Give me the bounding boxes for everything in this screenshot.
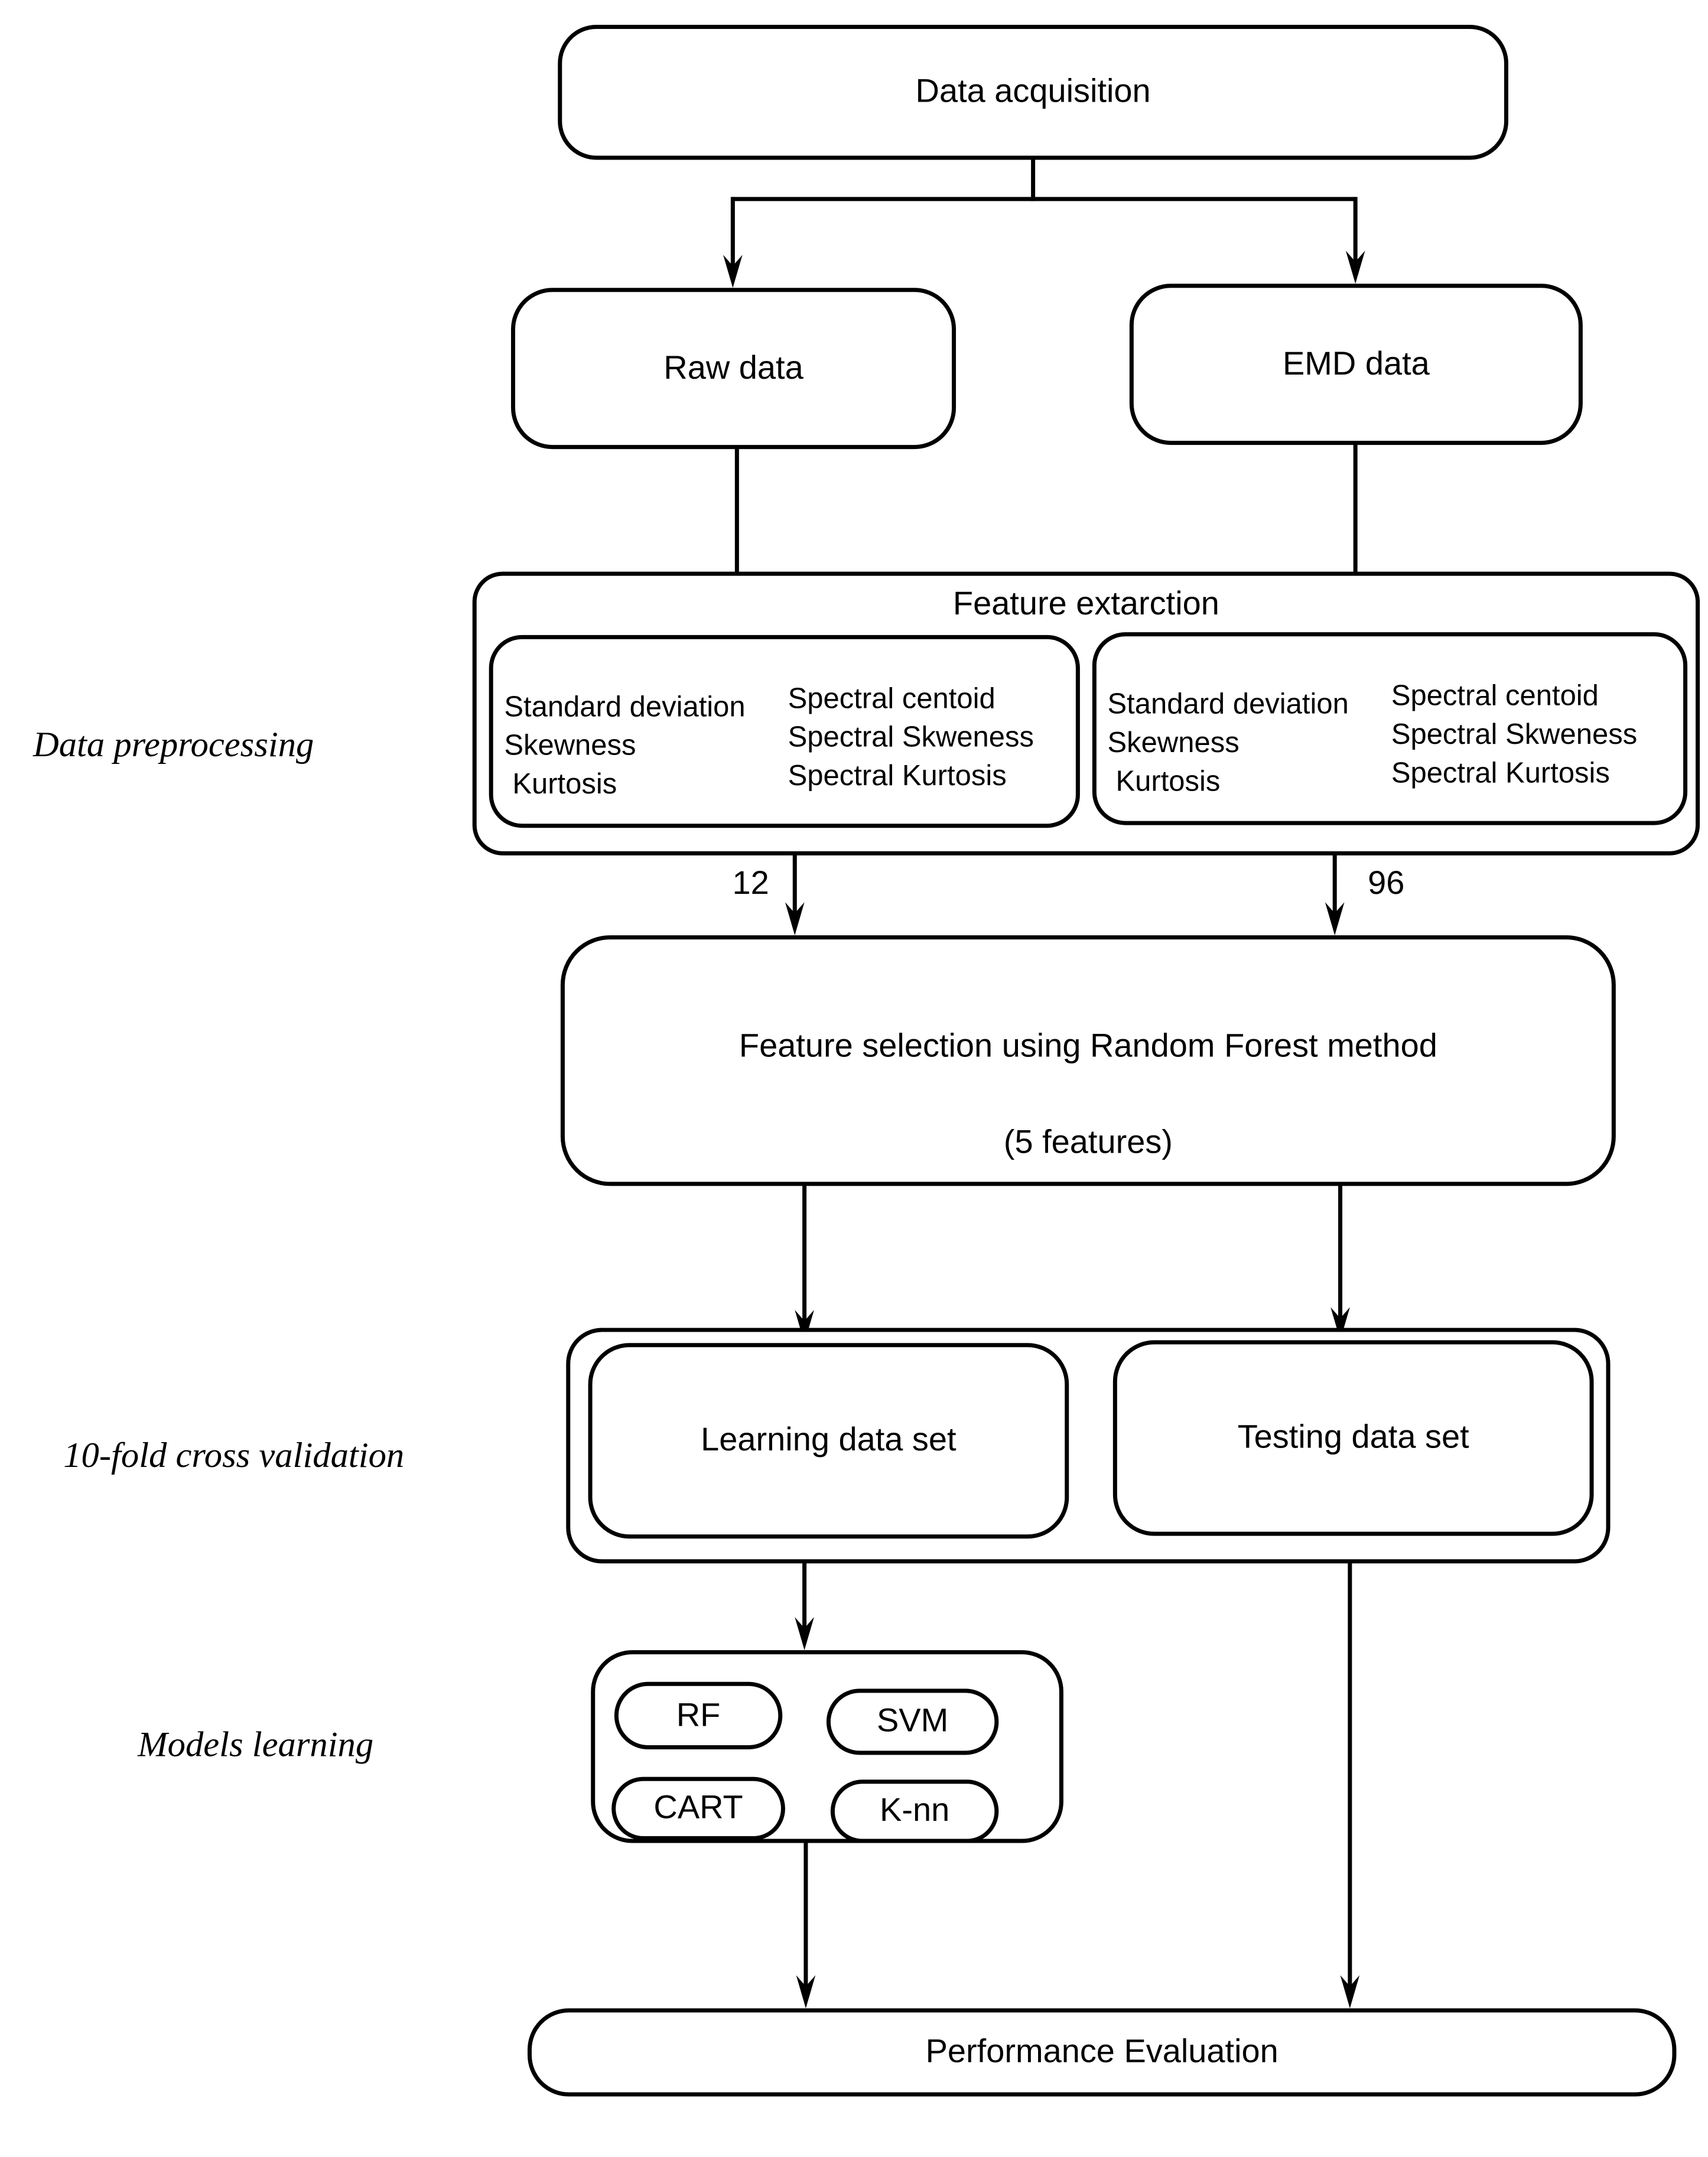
node-data-acquisition-label: Data acquisition [915,73,1151,110]
node-model-svm: SVM [826,1688,999,1755]
feature-item: Spectral Skweness [1391,719,1638,751]
node-model-rf: RF [614,1681,783,1750]
feature-item: Standard deviation [1107,688,1349,721]
arrowhead-learning-models [795,1617,814,1651]
raw-spectral-features: Spectral centoid Spectral Skweness Spect… [788,681,1034,796]
feature-item: Standard deviation [504,691,746,724]
feature-extraction-title: Feature extarction [952,585,1219,623]
node-performance-evaluation: Performance Evaluation [527,2008,1677,2097]
feature-item: Spectral centoid [788,683,995,715]
side-label-cross-validation: 10-fold cross validation [63,1435,405,1476]
emd-time-features: Standard deviation Skewness Kurtosis [1108,686,1349,802]
node-emd-data-label: EMD data [1282,345,1430,382]
feature-item: Skewness [504,730,636,762]
node-raw-features: Standard deviation Skewness Kurtosis Spe… [489,635,1080,828]
model-rf-label: RF [676,1696,721,1734]
node-learning-set: Learning data set [588,1343,1069,1539]
node-raw-data: Raw data [510,288,957,450]
feature-item: Kurtosis [512,768,617,801]
edge-label-emd-feature-count: 96 [1368,865,1405,903]
arrowhead-split-emd [1345,250,1365,284]
feature-selection-line1: Feature selection using Random Forest me… [738,1027,1437,1065]
node-testing-set: Testing data set [1112,1340,1594,1536]
model-svm-label: SVM [876,1702,949,1740]
arrowhead-rawfeatures-selection [785,902,805,936]
node-performance-evaluation-label: Performance Evaluation [925,2033,1278,2071]
feature-selection-line2: (5 features) [1003,1124,1173,1162]
model-knn-label: K-nn [879,1792,950,1830]
node-emd-data: EMD data [1129,284,1583,445]
arrowhead-split-raw [723,255,743,288]
model-cart-label: CART [653,1789,743,1827]
node-model-cart: CART [611,1777,785,1840]
side-label-data-preprocessing: Data preprocessing [32,724,314,764]
feature-item: Spectral Kurtosis [1391,757,1610,789]
feature-item: Spectral Kurtosis [788,760,1007,792]
emd-spectral-features: Spectral centoid Spectral Skweness Spect… [1391,678,1637,793]
feature-item: Spectral Skweness [788,721,1034,754]
feature-item: Skewness [1107,727,1239,759]
feature-item: Spectral centoid [1391,680,1599,713]
arrowhead-emdfeatures-selection [1325,902,1345,936]
arrowhead-models-performance [796,1975,816,2009]
side-label-models-learning: Models learning [138,1725,374,1765]
node-feature-selection: Feature selection using Random Forest me… [560,935,1616,1186]
arrowhead-testing-performance [1340,1975,1360,2009]
node-model-knn: K-nn [830,1779,999,1843]
raw-time-features: Standard deviation Skewness Kurtosis [504,689,745,805]
node-emd-features: Standard deviation Skewness Kurtosis Spe… [1092,632,1688,825]
node-learning-set-label: Learning data set [701,1421,957,1459]
feature-item: Kurtosis [1115,766,1221,798]
node-raw-data-label: Raw data [663,349,803,386]
node-testing-set-label: Testing data set [1237,1419,1469,1456]
group-models-learning: RF SVM CART K-nn [591,1650,1063,1843]
edge-label-raw-feature-count: 12 [732,865,769,903]
node-data-acquisition: Data acquisition [558,24,1508,160]
